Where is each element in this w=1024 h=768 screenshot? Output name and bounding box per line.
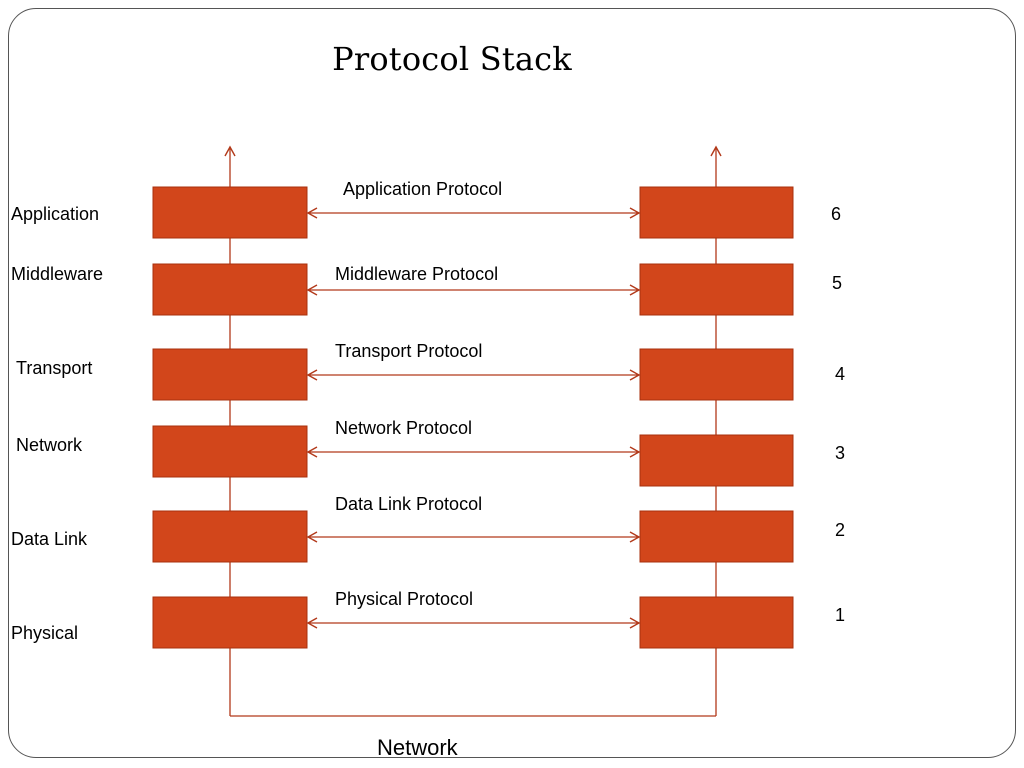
layer-number-2: 2 [835,520,846,540]
slide-frame [8,8,1016,758]
protocol-label-physical: Physical Protocol [335,589,474,609]
left-layer-box-transport [152,348,308,401]
right-layer-box-network [639,434,794,487]
protocol-label-middleware: Middleware Protocol [335,264,499,284]
protocol-label-transport: Transport Protocol [335,341,483,361]
layer-number-1: 1 [835,605,846,625]
right-layer-box-middleware [639,263,794,316]
layer-name-data-link: Data Link [11,529,88,549]
layer-number-3: 3 [835,443,846,463]
layer-number-4: 4 [835,364,846,384]
layer-number-5: 5 [832,273,843,293]
network-label: Network [377,735,458,760]
layer-name-physical: Physical [11,623,79,643]
layer-name-transport: Transport [16,358,93,378]
left-layer-box-physical [152,596,308,649]
protocol-label-data-link: Data Link Protocol [335,494,483,514]
right-layer-box-application [639,186,794,239]
left-layer-box-network [152,425,308,478]
layer-name-network: Network [16,435,83,455]
protocol-label-application: Application Protocol [343,179,503,199]
left-layer-box-middleware [152,263,308,316]
left-layer-box-data-link [152,510,308,563]
right-layer-box-data-link [639,510,794,563]
layer-name-application: Application [11,204,100,224]
right-layer-box-transport [639,348,794,401]
page-title: Protocol Stack [332,40,572,78]
layer-number-6: 6 [831,204,842,224]
right-layer-box-physical [639,596,794,649]
layer-name-middleware: Middleware [11,264,104,284]
left-layer-box-application [152,186,308,239]
protocol-label-network: Network Protocol [335,418,473,438]
